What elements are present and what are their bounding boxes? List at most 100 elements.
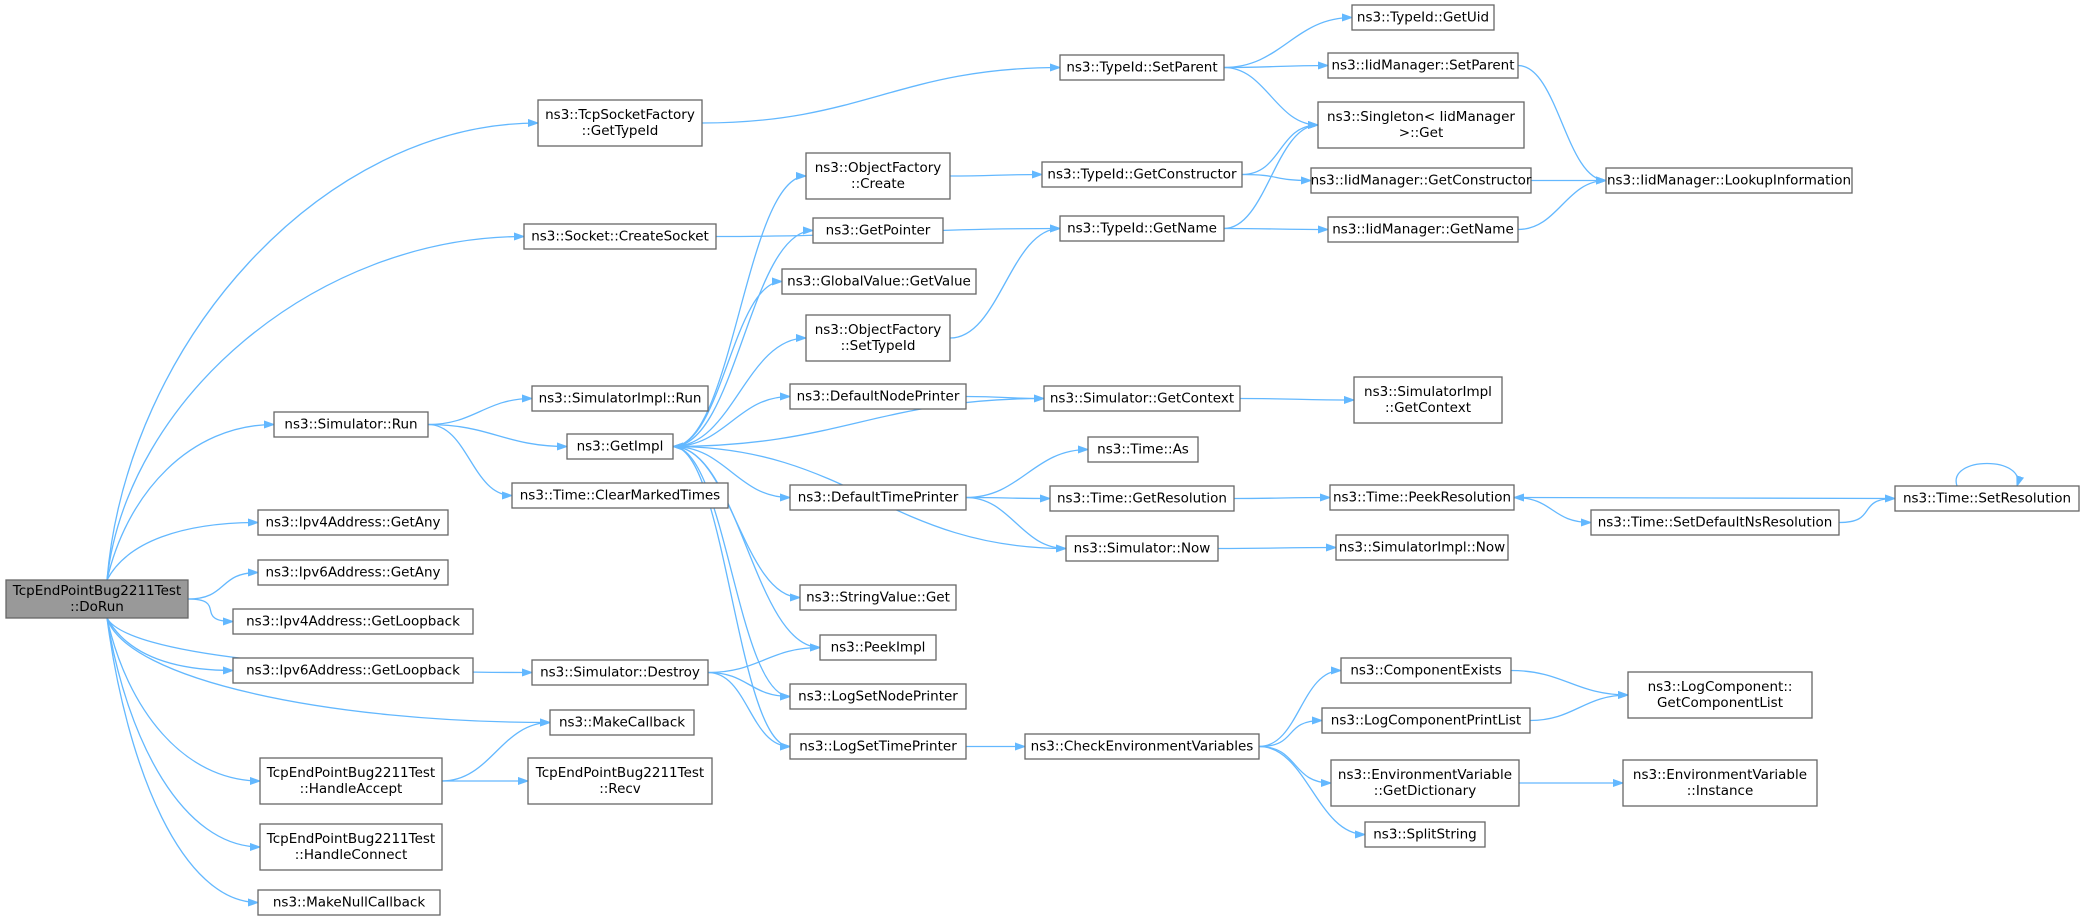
node-envInstance[interactable]: ns3::EnvironmentVariable::Instance [1622,759,1818,807]
edge-simRun-to-clearMarked [427,423,512,496]
node-simImplGetContext[interactable]: ns3::SimulatorImpl::GetContext [1353,376,1503,424]
edge-getImpl-to-defTimePrinter [672,445,790,498]
node-label: ::Recv [599,781,641,797]
node-iidSetParent[interactable]: ns3::IidManager::SetParent [1327,52,1519,79]
edge-simRun-to-simImplRun [427,399,532,426]
node-ofSetTypeId[interactable]: ns3::ObjectFactory::SetTypeId [805,314,951,362]
node-box [1043,385,1241,412]
node-label: ns3::TypeId::SetParent [1066,60,1217,76]
edge-defTimePrinter-to-timeAs [965,450,1088,499]
node-label: ns3::ObjectFactory [815,160,942,176]
node-label: ns3::Time::SetDefaultNsResolution [1598,515,1833,531]
node-label: ns3::IidManager::GetConstructor [1311,173,1532,189]
node-iidLookup[interactable]: ns3::IidManager::LookupInformation [1605,167,1853,194]
node-tidGetName[interactable]: ns3::TypeId::GetName [1059,215,1225,242]
node-setDefaultNs[interactable]: ns3::Time::SetDefaultNsResolution [1590,509,1840,536]
node-getImpl[interactable]: ns3::GetImpl [566,433,674,460]
node-iidGetCtor[interactable]: ns3::IidManager::GetConstructor [1310,167,1532,194]
node-box [5,579,189,619]
node-label: TcpEndPointBug2211Test [535,765,704,781]
node-handleConnect[interactable]: TcpEndPointBug2211Test::HandleConnect [259,823,443,871]
node-singleton[interactable]: ns3::Singleton< IidManager>::Get [1317,101,1525,149]
node-tidGetCtor[interactable]: ns3::TypeId::GetConstructor [1041,161,1243,188]
node-label: ns3::LogComponent:: [1648,679,1793,695]
node-label: ns3::Time::SetResolution [1903,491,2071,507]
node-label: ns3::Simulator::Now [1074,541,1211,557]
node-gvGetValue[interactable]: ns3::GlobalValue::GetValue [781,268,977,295]
node-peekRes[interactable]: ns3::Time::PeekResolution [1329,484,1515,511]
node-box [1065,535,1219,562]
node-box [1335,534,1509,561]
node-simImplRun[interactable]: ns3::SimulatorImpl::Run [531,385,709,412]
edge-checkEnv-to-splitString [1258,745,1365,835]
node-label: ns3::TypeId::GetConstructor [1047,167,1237,183]
node-label: ns3::TypeId::GetUid [1357,10,1489,26]
node-box [1059,54,1225,81]
node-simRun[interactable]: ns3::Simulator::Run [273,411,429,438]
node-box [1364,821,1486,848]
node-clearMarked[interactable]: ns3::Time::ClearMarkedTimes [511,482,729,509]
edge-getImpl-to-ofSetTypeId [672,338,806,448]
node-box [1024,733,1260,760]
node-box [799,584,957,611]
node-iidGetName[interactable]: ns3::IidManager::GetName [1327,216,1519,243]
node-setRes[interactable]: ns3::Time::SetResolution [1894,485,2080,512]
node-tidSetParent[interactable]: ns3::TypeId::SetParent [1059,54,1225,81]
node-recv[interactable]: TcpEndPointBug2211Test::Recv [527,757,713,805]
node-simImplNow[interactable]: ns3::SimulatorImpl::Now [1335,534,1509,561]
node-timeAs[interactable]: ns3::Time::As [1087,436,1199,463]
node-getPointer[interactable]: ns3::GetPointer [812,217,944,244]
node-box [1087,436,1199,463]
edge-simDestroy-to-logTimePrinter [707,671,790,747]
node-simGetContext[interactable]: ns3::Simulator::GetContext [1043,385,1241,412]
node-defTimePrinter[interactable]: ns3::DefaultTimePrinter [789,484,967,511]
edge-tidSetParent-to-iidSetParent [1223,66,1328,68]
node-simNow[interactable]: ns3::Simulator::Now [1065,535,1219,562]
node-createSocket[interactable]: ns3::Socket::CreateSocket [523,223,717,250]
node-label: ns3::Time::GetResolution [1057,491,1227,507]
node-envGetDict[interactable]: ns3::EnvironmentVariable::GetDictionary [1330,759,1520,807]
node-ipv6Loop[interactable]: ns3::Ipv6Address::GetLoopback [232,657,474,684]
node-makeNull[interactable]: ns3::MakeNullCallback [257,889,441,916]
edge-iidSetParent-to-iidLookup [1517,64,1606,181]
node-label: ns3::Simulator::GetContext [1050,391,1234,407]
node-ipv4Loop[interactable]: ns3::Ipv4Address::GetLoopback [232,608,474,635]
node-handleAccept[interactable]: TcpEndPointBug2211Test::HandleAccept [259,757,443,805]
edge-getImpl-to-logNodePrinter [672,445,790,697]
node-ofCreate[interactable]: ns3::ObjectFactory::Create [805,152,951,200]
node-label: ns3::ObjectFactory [815,322,942,338]
node-label: ::SetTypeId [841,338,916,354]
node-tcpFactory[interactable]: ns3::TcpSocketFactory::GetTypeId [537,99,703,147]
node-checkEnv[interactable]: ns3::CheckEnvironmentVariables [1024,733,1260,760]
node-label: ns3::LogComponentPrintList [1331,713,1521,729]
node-label: >::Get [1399,125,1443,141]
node-defNodePrinter[interactable]: ns3::DefaultNodePrinter [789,383,967,410]
node-peekImpl[interactable]: ns3::PeekImpl [819,634,937,661]
node-simDestroy[interactable]: ns3::Simulator::Destroy [531,659,709,686]
node-getCompList[interactable]: ns3::LogComponent::GetComponentList [1627,671,1813,719]
node-box [819,634,937,661]
nodes-layer: TcpEndPointBug2211Test::DoRun ns3::TcpSoc… [5,4,2080,916]
node-box [527,757,713,805]
node-label: ::Instance [1687,783,1754,799]
node-label: ns3::MakeNullCallback [273,895,425,911]
node-timeGetRes[interactable]: ns3::Time::GetResolution [1049,485,1235,512]
node-ipv6Any[interactable]: ns3::Ipv6Address::GetAny [257,559,449,586]
node-label: ns3::Ipv6Address::GetLoopback [246,663,460,679]
node-makeCallback[interactable]: ns3::MakeCallback [549,709,695,736]
node-root[interactable]: TcpEndPointBug2211Test::DoRun [5,579,189,619]
node-box [1605,167,1853,194]
node-tidGetUid[interactable]: ns3::TypeId::GetUid [1351,4,1495,31]
node-logTimePrinter[interactable]: ns3::LogSetTimePrinter [789,733,967,760]
node-compExists[interactable]: ns3::ComponentExists [1340,657,1512,684]
node-box [257,509,449,536]
node-box [1049,485,1235,512]
node-logCompPrint[interactable]: ns3::LogComponentPrintList [1321,707,1531,734]
edge-simRun-to-getImpl [427,423,567,447]
node-svGet[interactable]: ns3::StringValue::Get [799,584,957,611]
node-label: ns3::TcpSocketFactory [545,107,695,123]
node-logNodePrinter[interactable]: ns3::LogSetNodePrinter [789,683,967,710]
node-splitString[interactable]: ns3::SplitString [1364,821,1486,848]
node-ipv4Any[interactable]: ns3::Ipv4Address::GetAny [257,509,449,536]
